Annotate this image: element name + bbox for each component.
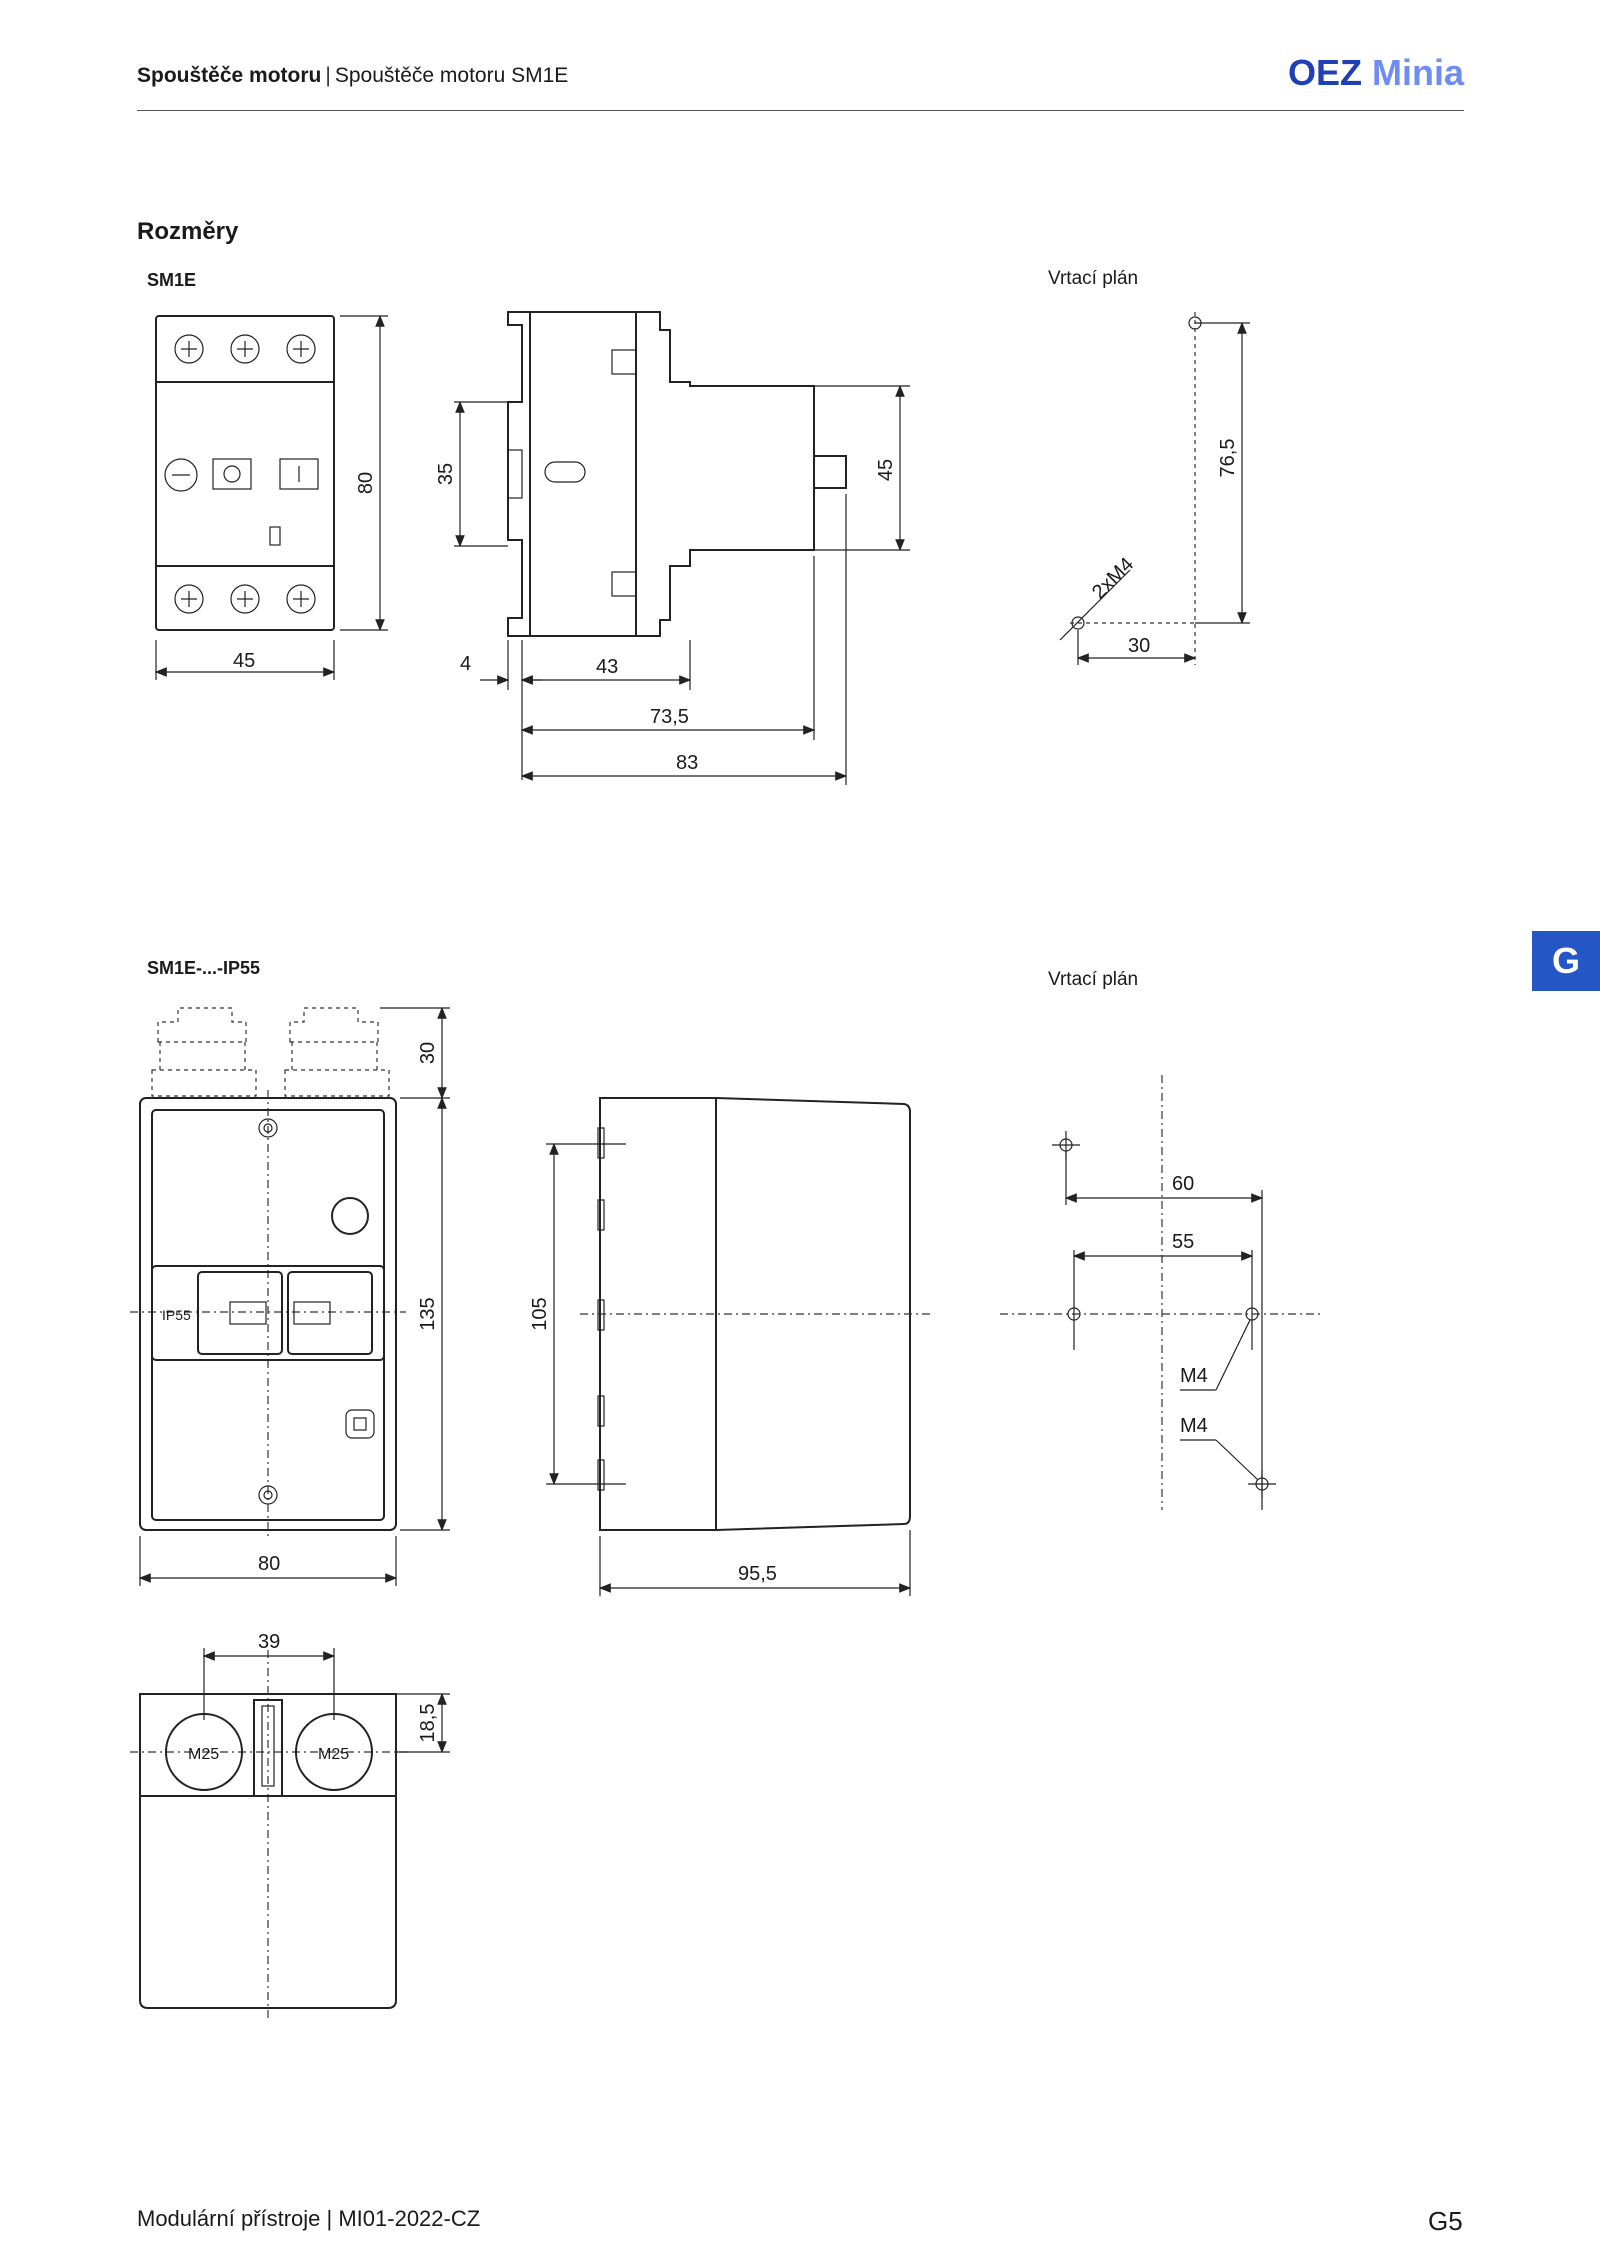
- dim-drill-thread: 2xM4: [1088, 553, 1138, 603]
- ip55-bottom-dimensions: 39 18,5: [202, 1631, 450, 1754]
- dim-side-offset: 4: [460, 653, 471, 675]
- logo-minia: Minia: [1371, 52, 1464, 93]
- logo-oez: OEZ: [1287, 52, 1362, 93]
- drill-plan-label-1: Vrtací plán: [1048, 268, 1139, 289]
- dim-side-depth: 95,5: [738, 1563, 777, 1585]
- sm1e-side-dimensions: 35 45 4 43 73,5 83: [435, 384, 910, 785]
- dim-side-depth-3: 83: [676, 752, 698, 774]
- sm1e-front-view: [155, 315, 335, 631]
- footer-page-number: G5: [1428, 2206, 1463, 2236]
- dim-drill-horizontal-inner: 55: [1172, 1231, 1194, 1253]
- dim-side-depth-2: 73,5: [650, 706, 689, 728]
- section-tab-g[interactable]: G: [1532, 931, 1600, 991]
- dim-front-height: 80: [355, 472, 377, 494]
- breadcrumb-category: Spouštěče motoru: [137, 64, 322, 87]
- dim-bottom-offset: 18,5: [417, 1704, 439, 1743]
- section-title: Rozměry: [137, 218, 239, 245]
- ip55-bottom-view: M25 M25: [130, 1650, 410, 2020]
- dim-side-depth-1: 43: [596, 656, 618, 678]
- dim-bottom-spacing: 39: [258, 1631, 280, 1653]
- ip55-drill-plan: 60 55 M4 M4: [1000, 1075, 1320, 1510]
- breadcrumb-separator: |: [325, 64, 331, 87]
- ip55-front-view: IP55: [130, 1007, 406, 1540]
- sm1e-drill-plan: 76,5 30 2xM4: [1059, 312, 1250, 665]
- brand-logo: OEZ Minia: [1288, 52, 1464, 94]
- dim-enclosure-width: 80: [258, 1553, 280, 1575]
- model-label-ip55: SM1E-...-IP55: [147, 958, 261, 978]
- ip55-side-view: [580, 1097, 930, 1531]
- model-label-sm1e: SM1E: [147, 270, 197, 290]
- sm1e-side-view: [507, 311, 847, 637]
- gland-label-2: M25: [318, 1746, 349, 1763]
- dim-drill-horizontal: 30: [1128, 635, 1150, 657]
- gland-label-1: M25: [188, 1746, 219, 1763]
- ip55-side-dimensions: 105 95,5: [529, 1142, 912, 1596]
- page-header: Spouštěče motoru|Spouštěče motoru SM1E O…: [137, 52, 1464, 111]
- dim-side-height: 105: [529, 1297, 551, 1330]
- breadcrumb-page: Spouštěče motoru SM1E: [334, 64, 569, 87]
- dim-enclosure-height: 135: [417, 1297, 439, 1330]
- dim-gland-height: 30: [417, 1042, 439, 1064]
- dim-rail-height: 35: [435, 463, 457, 485]
- dim-drill-thread-2: M4: [1180, 1415, 1208, 1437]
- sm1e-front-dimensions: 45 80: [154, 314, 388, 680]
- ip55-front-dimensions: 30 135 80: [138, 1006, 450, 1586]
- drill-plan-label-2: Vrtací plán: [1048, 969, 1139, 990]
- dim-drill-vertical: 76,5: [1217, 439, 1239, 478]
- dim-drill-horizontal-outer: 60: [1172, 1173, 1194, 1195]
- dim-body-height: 45: [875, 459, 897, 481]
- ip-rating-label: IP55: [162, 1307, 191, 1323]
- footer-publication: Modulární přístroje | MI01-2022-CZ: [137, 2206, 481, 2231]
- dim-drill-thread-1: M4: [1180, 1365, 1208, 1387]
- breadcrumb: Spouštěče motoru|Spouštěče motoru SM1E: [137, 64, 568, 88]
- dim-front-width: 45: [233, 650, 255, 672]
